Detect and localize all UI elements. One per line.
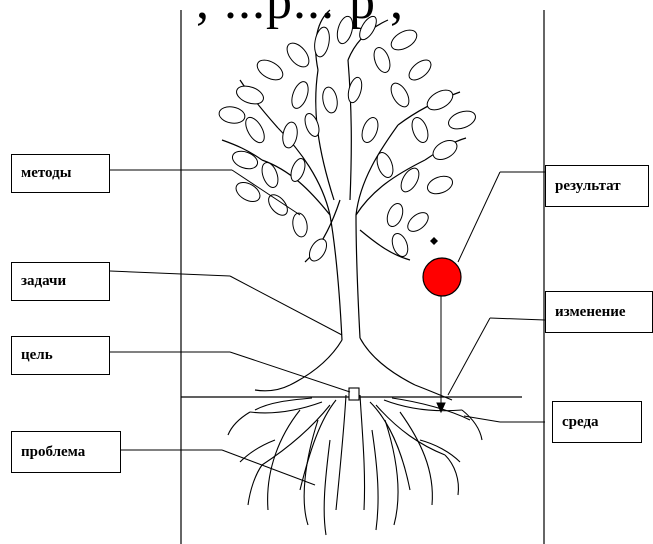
tasks-connector-diag xyxy=(229,275,343,336)
problem-connector-diag xyxy=(221,449,316,486)
leaves xyxy=(218,15,476,262)
label-environment: среда xyxy=(552,401,642,443)
label-goal: цель xyxy=(11,336,110,375)
fruit-drop-arrowhead xyxy=(436,402,446,414)
goal-connector-diag xyxy=(229,351,351,393)
methods-connector-diag xyxy=(231,169,301,216)
label-result: результат xyxy=(545,165,649,207)
environment-connector-diag xyxy=(463,415,501,423)
tasks-connector xyxy=(109,270,231,277)
change-connector-diag xyxy=(447,317,491,396)
diamond-marker xyxy=(430,237,438,245)
label-change: изменение xyxy=(545,291,653,333)
red-apple-icon xyxy=(422,257,462,297)
label-problem: проблема xyxy=(11,431,121,473)
label-methods: методы xyxy=(11,154,110,193)
label-tasks: задачи xyxy=(11,262,110,301)
change-connector xyxy=(489,317,546,321)
roots xyxy=(227,387,483,536)
connector-lines xyxy=(109,169,546,486)
result-connector-diag xyxy=(457,171,501,263)
